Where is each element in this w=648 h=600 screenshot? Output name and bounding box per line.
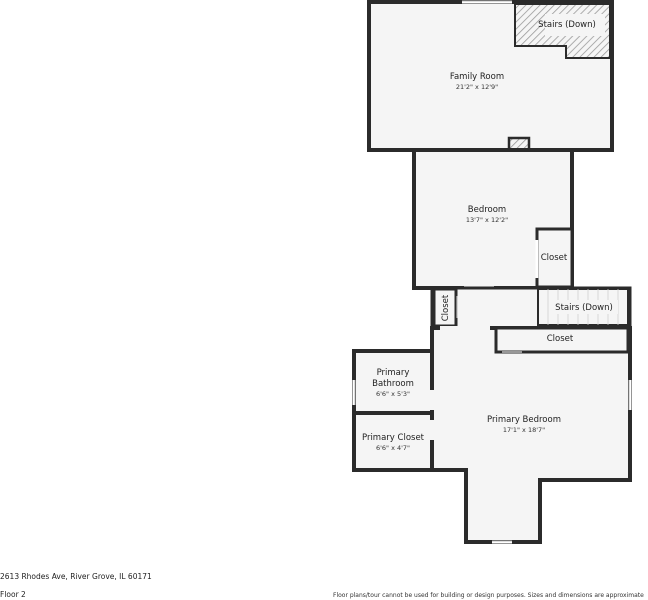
stairs-mid-label: Stairs (Down) xyxy=(555,303,613,313)
closet-wide xyxy=(494,326,630,354)
primary-closet-label: Primary Closet xyxy=(362,433,425,443)
bedroom-dims: 13'7" x 12'2" xyxy=(466,216,508,224)
stairs-top-label: Stairs (Down) xyxy=(538,20,596,30)
family-room-label: Family Room xyxy=(450,72,504,82)
primary-bedroom xyxy=(430,326,632,544)
disclaimer-text: Floor plans/tour cannot be used for buil… xyxy=(333,592,644,599)
primary-bedroom-dims: 17'1" x 18'7" xyxy=(503,426,545,434)
primary-closet xyxy=(352,411,434,472)
address-text: 2613 Rhodes Ave, River Grove, IL 60171 xyxy=(0,572,152,581)
primary-bathroom-dims: 6'6" x 5'3" xyxy=(376,390,410,398)
bedroom-label: Bedroom xyxy=(468,205,506,215)
primary-bathroom-label-1: Primary xyxy=(377,368,410,378)
primary-bedroom-label: Primary Bedroom xyxy=(487,415,561,425)
primary-bathroom-label-2: Bathroom xyxy=(372,379,414,389)
closet-bedroom xyxy=(535,227,574,289)
stairs-top xyxy=(514,3,611,59)
floor-label: Floor 2 xyxy=(0,590,26,599)
closet-vertical-label: Closet xyxy=(441,294,451,321)
closet-wide-label: Closet xyxy=(547,334,574,344)
family-room-dims: 21'2" x 12'9" xyxy=(456,83,498,91)
closet-bedroom-label: Closet xyxy=(541,253,568,263)
stairs-mid xyxy=(537,288,629,326)
primary-closet-dims: 6'6" x 4'7" xyxy=(376,444,410,452)
